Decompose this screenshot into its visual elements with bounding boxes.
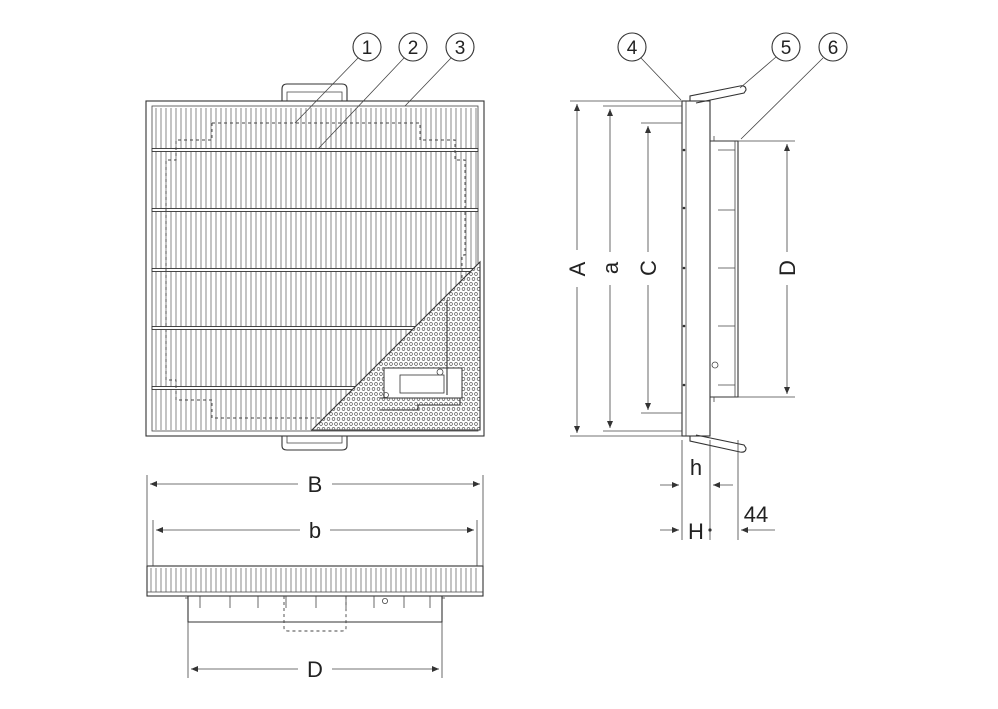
svg-text:A: A xyxy=(565,261,590,276)
side-frame xyxy=(681,100,711,437)
side-view xyxy=(681,85,747,453)
svg-text:h: h xyxy=(690,455,702,480)
side-bottom-handle xyxy=(689,434,747,453)
side-box xyxy=(710,140,739,398)
callout-5: 5 xyxy=(739,32,801,89)
cross-rod xyxy=(151,268,479,272)
dimension-D-bottom: D xyxy=(187,622,443,682)
svg-text:B: B xyxy=(308,472,323,497)
dimension-44: 44 xyxy=(737,440,775,540)
callout-6: 6 xyxy=(740,32,848,140)
bottom-grating xyxy=(146,565,484,597)
dimension-D-side: D xyxy=(738,140,800,398)
svg-text:3: 3 xyxy=(455,38,466,59)
front-view xyxy=(145,83,485,451)
dimension-b: b xyxy=(152,518,478,566)
callouts: 1 2 3 4 5 6 xyxy=(294,32,848,150)
dimension-B: B xyxy=(146,472,484,566)
svg-text:C: C xyxy=(636,260,661,276)
dimension-A: A xyxy=(565,100,682,437)
svg-text:H: H xyxy=(688,519,704,544)
callout-2: 2 xyxy=(317,32,428,150)
svg-text:2: 2 xyxy=(408,38,419,59)
callout-1: 1 xyxy=(294,32,382,124)
side-top-handle xyxy=(689,85,747,104)
svg-text:a: a xyxy=(598,261,623,274)
dimension-a: a xyxy=(598,105,682,432)
svg-text:D: D xyxy=(775,260,800,276)
bottom-view xyxy=(146,565,484,632)
svg-text:4: 4 xyxy=(627,38,638,59)
dimension-H: H xyxy=(660,519,712,544)
svg-text:1: 1 xyxy=(362,38,373,59)
svg-text:b: b xyxy=(309,518,321,543)
svg-text:6: 6 xyxy=(828,38,839,59)
bottom-box xyxy=(187,596,443,623)
bottom-handle-hidden xyxy=(283,596,347,632)
top-handle xyxy=(281,83,348,101)
cross-rod xyxy=(151,208,479,212)
cross-rod xyxy=(151,148,479,152)
svg-text:44: 44 xyxy=(744,502,768,527)
bottom-handle xyxy=(281,436,348,451)
dimension-C: C xyxy=(636,122,682,414)
svg-text:D: D xyxy=(307,657,323,682)
callout-4: 4 xyxy=(617,32,682,101)
svg-text:5: 5 xyxy=(781,38,792,59)
grating-frame xyxy=(145,100,485,437)
dimension-h: h xyxy=(660,440,733,540)
callout-3: 3 xyxy=(404,32,475,107)
